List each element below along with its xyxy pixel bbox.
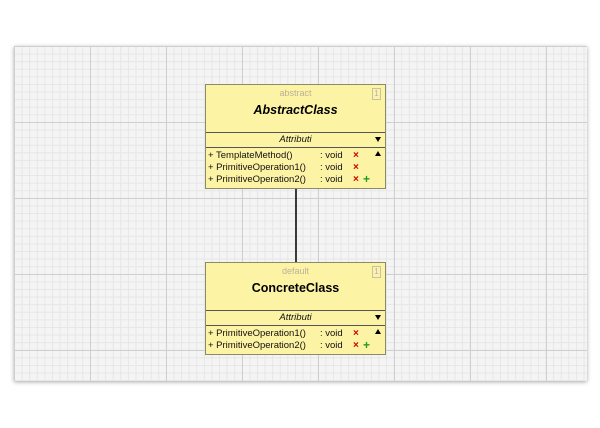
class-name[interactable]: ConcreteClass xyxy=(251,281,340,295)
diagram-canvas[interactable]: abstract AbstractClass 1 Attributi + Tem… xyxy=(14,46,587,381)
class-header[interactable]: abstract AbstractClass 1 xyxy=(206,85,385,133)
operation-row[interactable]: + PrimitiveOperation2() : void × + xyxy=(208,338,385,352)
attributes-label: Attributi xyxy=(279,134,312,145)
operation-row[interactable]: + TemplateMethod() : void × xyxy=(208,150,385,162)
collapse-operations-icon[interactable] xyxy=(375,329,381,334)
collapse-operations-icon[interactable] xyxy=(375,151,381,156)
document-icon[interactable]: 1 xyxy=(372,88,381,100)
class-header[interactable]: default ConcreteClass 1 xyxy=(206,263,385,311)
stereotype-label: abstract xyxy=(279,88,312,98)
class-abstractclass[interactable]: abstract AbstractClass 1 Attributi + Tem… xyxy=(205,84,386,189)
operation-row[interactable]: + PrimitiveOperation1() : void × xyxy=(208,328,385,340)
delete-icon[interactable]: × xyxy=(353,328,359,339)
delete-icon[interactable]: × xyxy=(353,162,359,173)
operation-name: + PrimitiveOperation2() xyxy=(208,174,306,185)
stereotype-label: default xyxy=(281,266,310,276)
attributes-label: Attributi xyxy=(279,312,312,323)
operations-section[interactable]: + TemplateMethod() : void × + PrimitiveO… xyxy=(206,148,385,188)
operation-name: + PrimitiveOperation1() xyxy=(208,162,306,173)
operation-type: : void xyxy=(320,328,343,339)
operation-type: : void xyxy=(320,174,343,185)
add-icon[interactable]: + xyxy=(363,338,371,352)
expand-attributes-icon[interactable] xyxy=(375,315,381,320)
operation-name: + TemplateMethod() xyxy=(208,150,293,161)
expand-attributes-icon[interactable] xyxy=(375,137,381,142)
operation-type: : void xyxy=(320,162,343,173)
delete-icon[interactable]: × xyxy=(353,150,359,161)
operation-name: + PrimitiveOperation2() xyxy=(208,340,306,351)
delete-icon[interactable]: × xyxy=(353,340,359,351)
attributes-section[interactable]: Attributi xyxy=(206,133,385,148)
operation-type: : void xyxy=(320,150,343,161)
operations-section[interactable]: + PrimitiveOperation1() : void × + Primi… xyxy=(206,326,385,354)
delete-icon[interactable]: × xyxy=(353,174,359,185)
operation-name: + PrimitiveOperation1() xyxy=(208,328,306,339)
document-icon[interactable]: 1 xyxy=(372,266,381,278)
attributes-section[interactable]: Attributi xyxy=(206,311,385,326)
class-name[interactable]: AbstractClass xyxy=(253,103,338,117)
operation-row[interactable]: + PrimitiveOperation1() : void × xyxy=(208,162,385,174)
class-concreteclass[interactable]: default ConcreteClass 1 Attributi + Prim… xyxy=(205,262,386,355)
operation-row[interactable]: + PrimitiveOperation2() : void × + xyxy=(208,172,385,186)
operation-type: : void xyxy=(320,340,343,351)
add-icon[interactable]: + xyxy=(363,172,371,186)
